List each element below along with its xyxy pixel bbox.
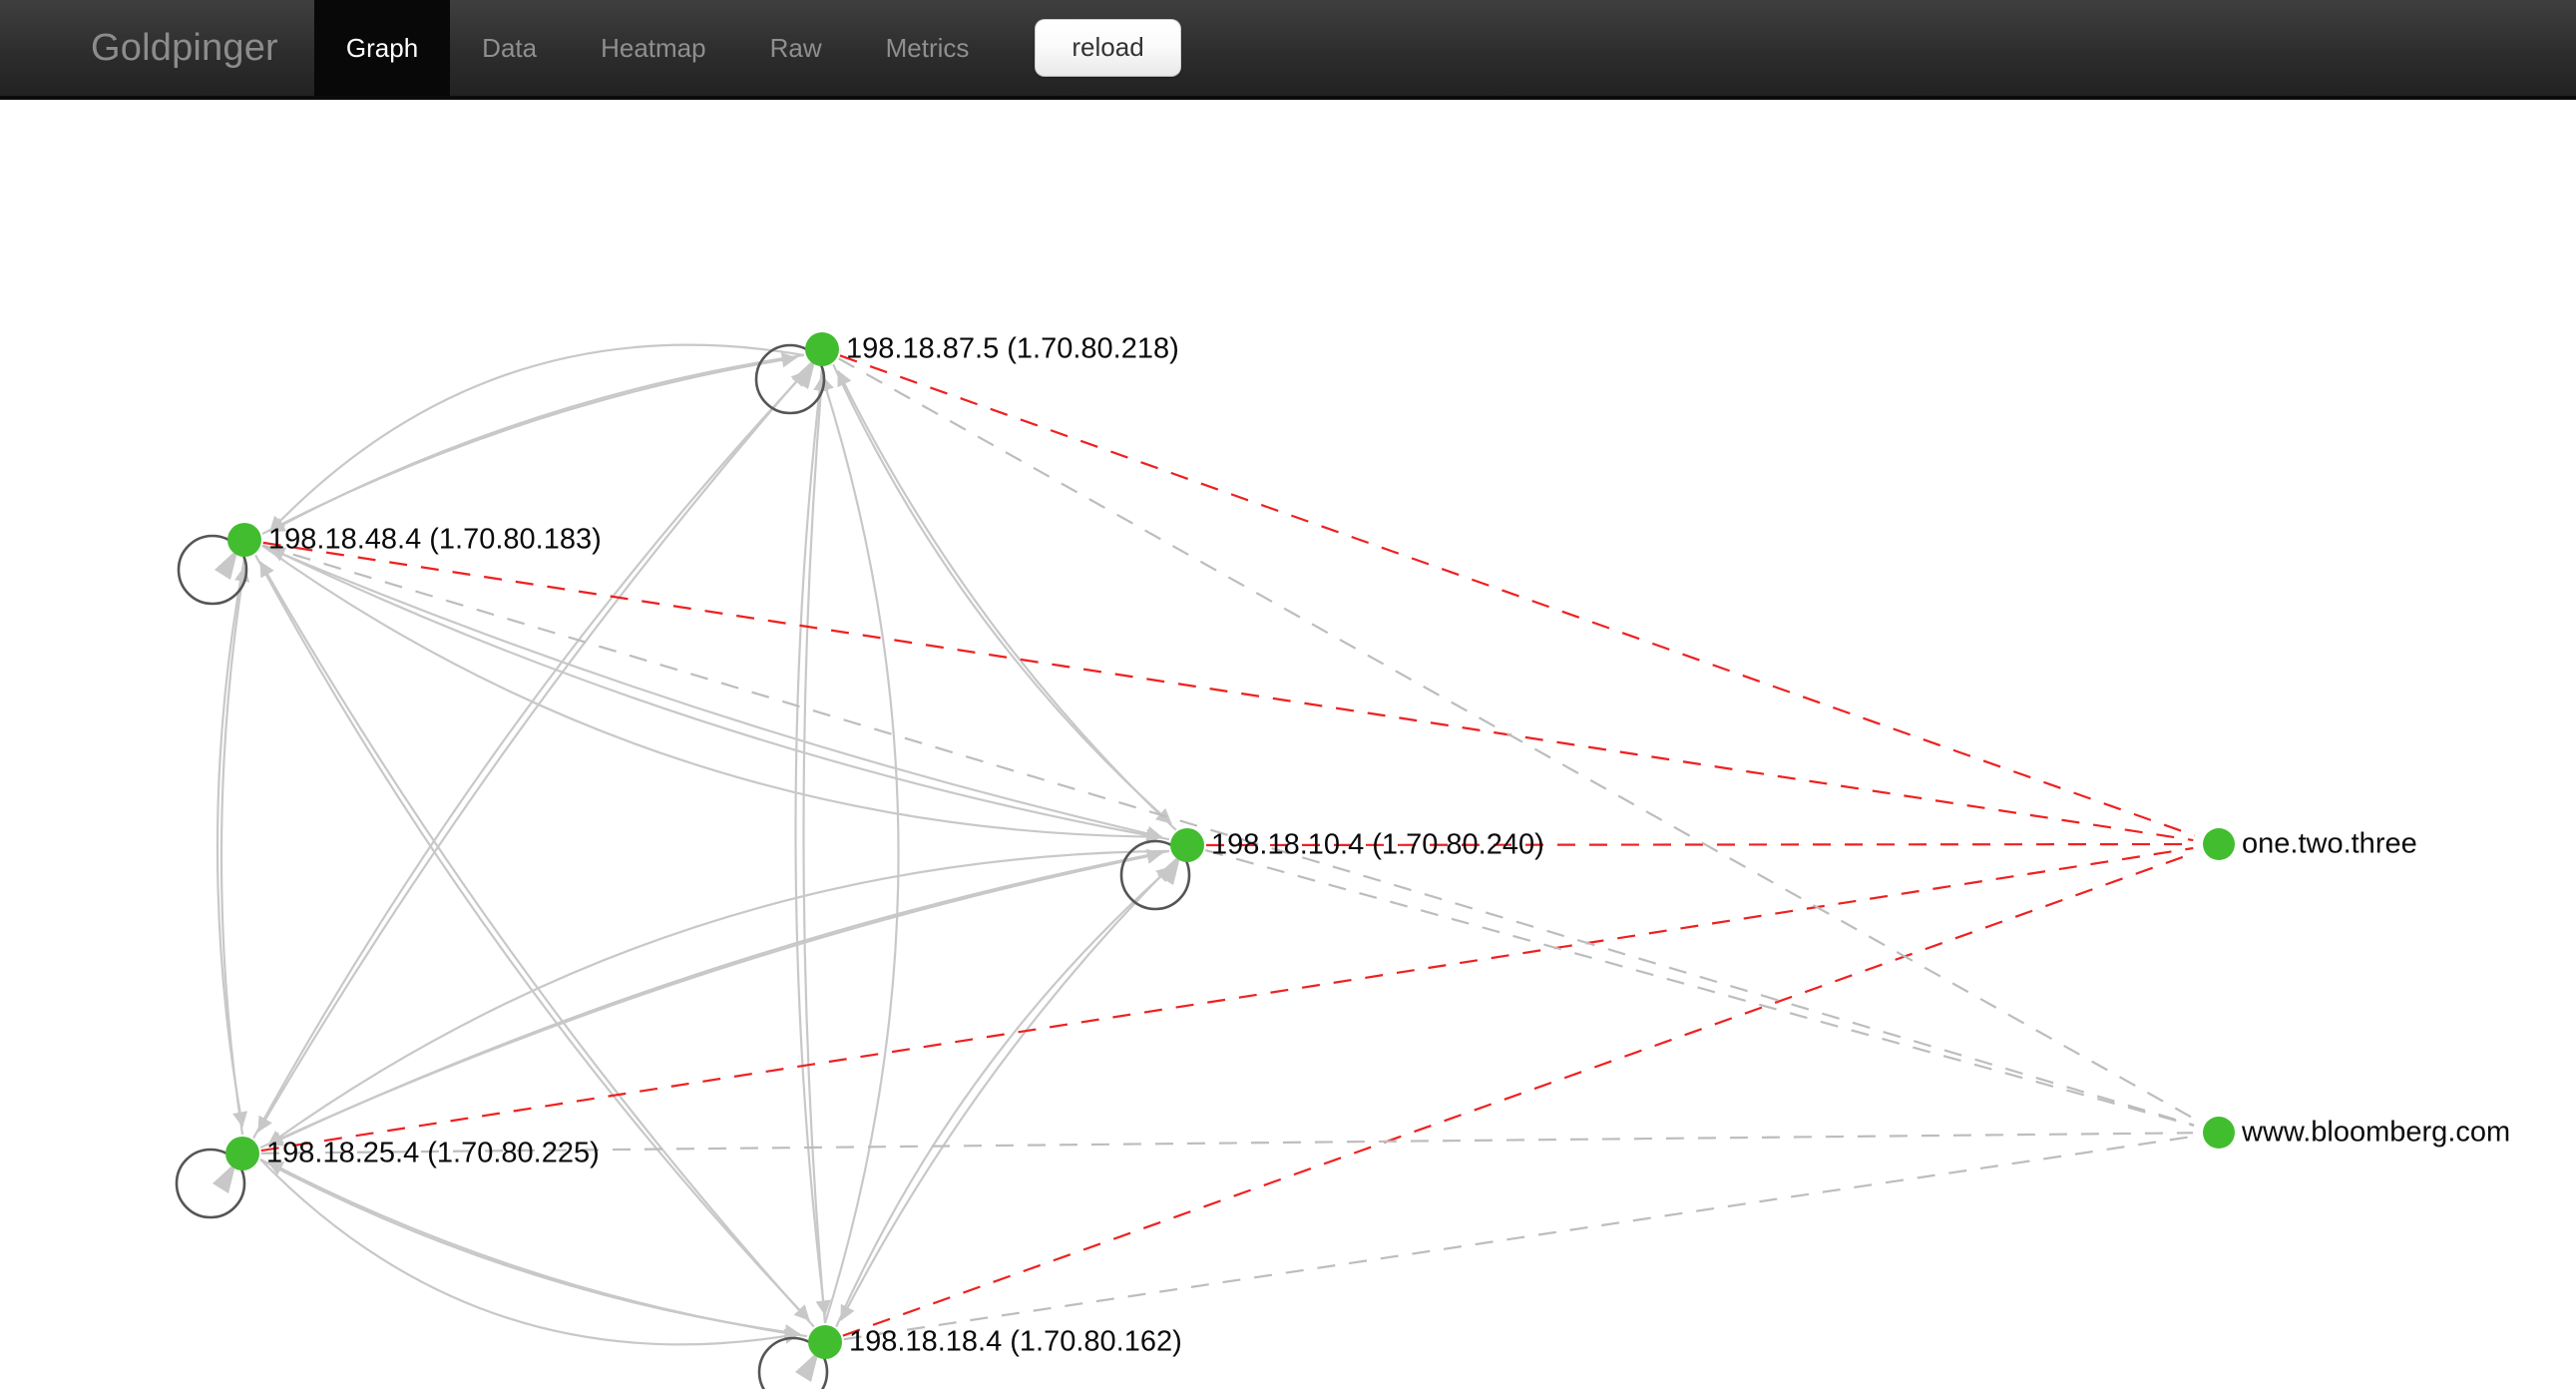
mesh-edge [268,353,805,533]
mesh-edge [267,1161,808,1338]
graph-node[interactable]: www.bloomberg.com [2203,1117,2510,1149]
mesh-edge [254,554,810,1321]
tab-metrics[interactable]: Metrics [854,0,1002,96]
reload-button-wrap: reload [1001,0,1181,96]
tab-graph-label: Graph [345,32,419,63]
mesh-edge [259,1158,801,1340]
tab-data-label: Data [482,32,538,63]
self-loop-n254 [175,1148,246,1219]
brand-goldpinger[interactable]: Goldpinger [75,0,314,96]
target-edge-ott [839,354,2195,837]
graph-node[interactable]: 198.18.25.4 (1.70.80.225) [225,1137,600,1170]
mesh-edge [261,352,798,536]
target-edge-ott [262,541,2194,842]
mesh-edge [835,865,1172,1328]
target-edges-layer [260,354,2197,1341]
node-dot-ott[interactable] [2203,828,2235,860]
reload-button[interactable]: reload [1035,19,1181,77]
self-loop-n104 [1119,839,1191,911]
self-loop-n484 [177,534,248,606]
mesh-edge [258,561,815,1328]
self-loop-arrow-n104 [1157,853,1181,885]
node-dot-n104[interactable] [1170,828,1204,862]
mesh-edge [832,363,1172,825]
target-edge-ott [260,846,2194,1153]
node-label-ott: one.two.three [2242,828,2417,860]
self-loop-arrow-n484 [215,548,238,580]
self-loops-layer [175,343,1191,1389]
mesh-edge [839,859,1177,1321]
node-dot-n875[interactable] [805,332,839,366]
mesh-edges-layer [215,343,1177,1346]
node-label-n254: 198.18.25.4 (1.70.80.225) [266,1138,600,1169]
mesh-edge-outer [261,544,1163,845]
tab-heatmap[interactable]: Heatmap [569,0,738,96]
tab-raw[interactable]: Raw [738,0,854,96]
target-edge-ott [1205,842,2194,847]
tab-metrics-label: Metrics [885,32,970,63]
graph-node[interactable]: 198.18.10.4 (1.70.80.240) [1170,828,1544,862]
mesh-edge [837,370,1177,831]
mesh-edge [794,367,831,1316]
tab-data[interactable]: Data [450,0,569,96]
mesh-edge [802,375,829,1324]
node-dot-n184[interactable] [808,1325,842,1359]
self-loop-n184 [757,1336,829,1389]
mesh-edge [252,370,808,1140]
mesh-edge [261,544,1163,841]
graph-node[interactable]: one.two.three [2203,828,2417,860]
graph-node[interactable]: 198.18.18.4 (1.70.80.162) [808,1325,1182,1359]
tab-heatmap-label: Heatmap [601,32,706,63]
graph-canvas[interactable]: 198.18.87.5 (1.70.80.218) 198.18.48.4 (1.… [0,100,2576,1389]
target-edge-bbg [1205,849,2195,1128]
mesh-edge-outer [819,375,900,1324]
self-loop-arrow-n184 [795,1350,819,1382]
target-edge-ott [842,851,2195,1337]
node-label-n104: 198.18.10.4 (1.70.80.240) [1211,829,1544,861]
self-loop-arrow-n875 [792,357,816,389]
mesh-edge [266,849,1170,1147]
mesh-edge-outer [268,343,805,533]
nav-links: Graph Data Heatmap Raw Metrics [313,0,1002,96]
brand-label: Goldpinger [91,26,278,69]
top-navbar: Goldpinger Graph Data Heatmap Raw Metric… [0,0,2576,100]
node-label-n875: 198.18.87.5 (1.70.80.218) [846,333,1179,365]
mesh-edge [219,566,250,1136]
self-loop-arrow-n254 [213,1161,236,1193]
tab-graph[interactable]: Graph [313,0,451,96]
graph-node[interactable]: 198.18.87.5 (1.70.80.218) [805,332,1179,366]
mesh-edge [268,547,1170,841]
node-dot-n484[interactable] [227,523,261,557]
tab-raw-label: Raw [769,32,822,63]
target-edge-bbg [843,1135,2194,1341]
node-dot-bbg[interactable] [2203,1117,2235,1149]
node-label-bbg: www.bloomberg.com [2241,1117,2510,1149]
mesh-edge [259,848,1163,1150]
mesh-edge [256,363,812,1133]
node-label-n184: 198.18.18.4 (1.70.80.162) [849,1326,1182,1358]
node-dot-n254[interactable] [225,1137,259,1170]
mesh-edge-outer [267,849,1169,1147]
graph-node[interactable]: 198.18.48.4 (1.70.80.183) [227,523,602,557]
target-edge-bbg [260,1132,2194,1155]
network-graph: 198.18.87.5 (1.70.80.218) 198.18.48.4 (1.… [175,332,2510,1389]
mesh-edge-outer [259,1159,801,1346]
self-loop-n875 [754,343,826,415]
nodes-layer: 198.18.87.5 (1.70.80.218) 198.18.48.4 (1.… [225,332,2510,1359]
target-edge-bbg [838,357,2197,1122]
node-label-n484: 198.18.48.4 (1.70.80.183) [268,524,602,556]
